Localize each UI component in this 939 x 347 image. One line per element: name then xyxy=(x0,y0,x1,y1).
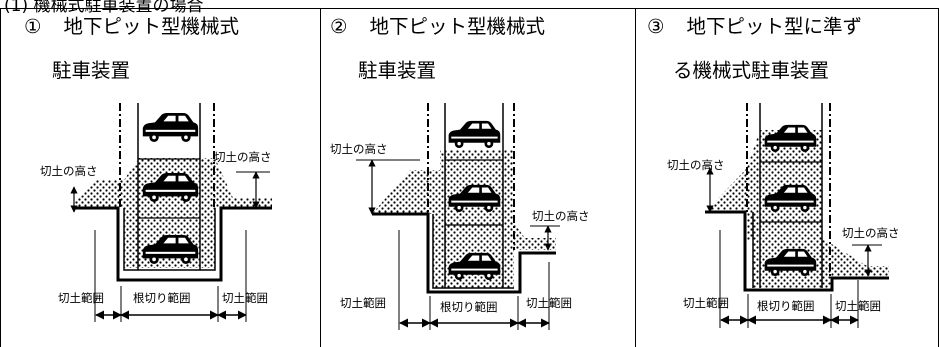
diagram-panel-1: 切土の高さ 切土の高さ 切土範囲 根切り範囲 切土範囲 xyxy=(40,103,272,322)
table-top-border xyxy=(0,8,939,9)
panel-3-title-line2: る機械式駐車装置 xyxy=(673,59,830,82)
table-left-border xyxy=(0,8,1,347)
panel-2-title-line2: 駐車装置 xyxy=(358,59,437,82)
cut-range-label-left: 切土範囲 xyxy=(58,291,104,305)
excavation-range-label: 根切り範囲 xyxy=(133,291,191,305)
excavation-range-label: 根切り範囲 xyxy=(440,300,498,314)
panel-1-title-line2: 駐車装置 xyxy=(52,59,131,82)
cut-height-label-left: 切土の高さ xyxy=(330,142,388,156)
cut-height-label-right: 切土の高さ xyxy=(214,150,272,164)
car-icon xyxy=(142,112,199,142)
cut-height-label-right: 切土の高さ xyxy=(532,209,590,223)
cut-range-label-left: 切土範囲 xyxy=(340,296,386,310)
cut-range-label-left: 切土範囲 xyxy=(683,296,729,310)
cut-range-label-right: 切土範囲 xyxy=(526,296,572,310)
cut-height-label-left: 切土の高さ xyxy=(667,158,725,172)
cut-range-label-right: 切土範囲 xyxy=(222,291,268,305)
table-divider-2 xyxy=(635,8,636,347)
table-divider-1 xyxy=(320,8,321,347)
diagram-panel-2: 切土の高さ 切土の高さ 切土範囲 根切り範囲 切土範囲 xyxy=(330,103,590,330)
diagram-panel-3: 切土の高さ 切土の高さ 切土範囲 根切り範囲 切土範囲 xyxy=(667,103,900,328)
excavation-range-label: 根切り範囲 xyxy=(757,299,815,313)
cut-range-label-right: 切土範囲 xyxy=(835,299,881,313)
car-icon xyxy=(448,120,501,148)
cut-height-label-left: 切土の高さ xyxy=(40,164,98,178)
cut-height-label-right: 切土の高さ xyxy=(842,226,900,240)
